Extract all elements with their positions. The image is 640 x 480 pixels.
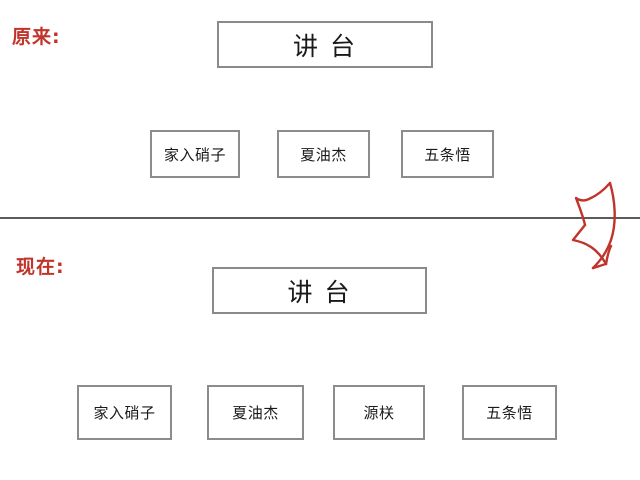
seat-box: 源栚 [333, 385, 425, 440]
downward-curved-arrow-svg [571, 181, 616, 270]
podium-box-after: 讲 台 [212, 267, 427, 314]
section-divider [0, 217, 640, 219]
section-label-after: 现在: [16, 256, 65, 278]
seat-box: 夏油杰 [207, 385, 304, 440]
section-label-before: 原来: [12, 26, 61, 48]
seat-box: 夏油杰 [277, 130, 370, 178]
podium-box-before: 讲 台 [217, 21, 433, 68]
downward-curved-arrow-icon [563, 178, 640, 270]
seat-box: 家入硝子 [77, 385, 172, 440]
seat-box: 家入硝子 [150, 130, 240, 178]
seat-box: 五条悟 [401, 130, 494, 178]
seat-box: 五条悟 [462, 385, 557, 440]
